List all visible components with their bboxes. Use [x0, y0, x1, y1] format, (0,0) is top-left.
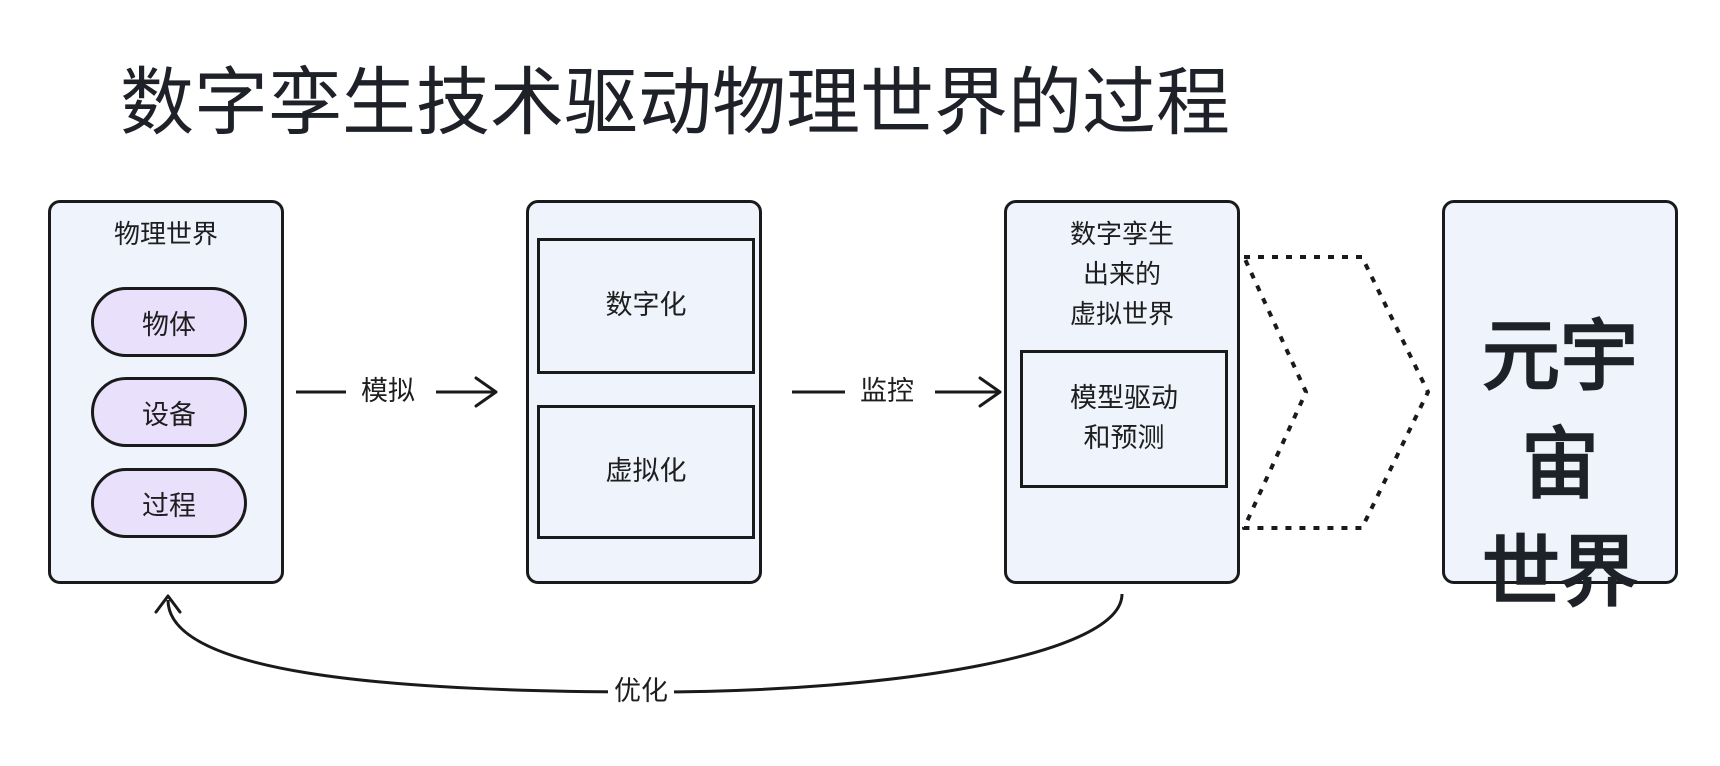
- digitization-box: 数字化: [537, 238, 755, 374]
- object-pill: 物体: [91, 287, 247, 357]
- digital-twin-label: 数字孪生 出来的 虚拟世界: [1069, 220, 1174, 330]
- process-pill: 过程: [91, 468, 247, 538]
- simulate-arrowhead: [474, 376, 498, 408]
- metaverse-label: 元宇宙 世界: [1481, 312, 1638, 618]
- virtualization-box: 虚拟化: [537, 405, 755, 539]
- edge-label-simulate: 模拟: [355, 374, 421, 410]
- monitor-arrowhead: [978, 376, 1002, 408]
- process-stage-panel: 数字化 虚拟化: [526, 200, 762, 584]
- digital-twin-panel: 数字孪生 出来的 虚拟世界 模型驱动 和预测: [1004, 200, 1240, 584]
- model-prediction-box: 模型驱动 和预测: [1020, 350, 1228, 488]
- metaverse-panel: 元宇宙 世界: [1442, 200, 1678, 618]
- edge-label-optimize: 优化: [608, 674, 674, 710]
- device-pill: 设备: [91, 377, 247, 447]
- diagram-title: 数字孪生技术驱动物理世界的过程: [120, 60, 1230, 146]
- optimize-arrowhead: [154, 594, 182, 614]
- physical-world-label: 物理世界: [113, 220, 218, 250]
- chevron-connector: [1242, 255, 1430, 530]
- edge-label-monitor: 监控: [854, 374, 920, 410]
- physical-world-panel: 物理世界 物体 设备 过程: [48, 200, 284, 584]
